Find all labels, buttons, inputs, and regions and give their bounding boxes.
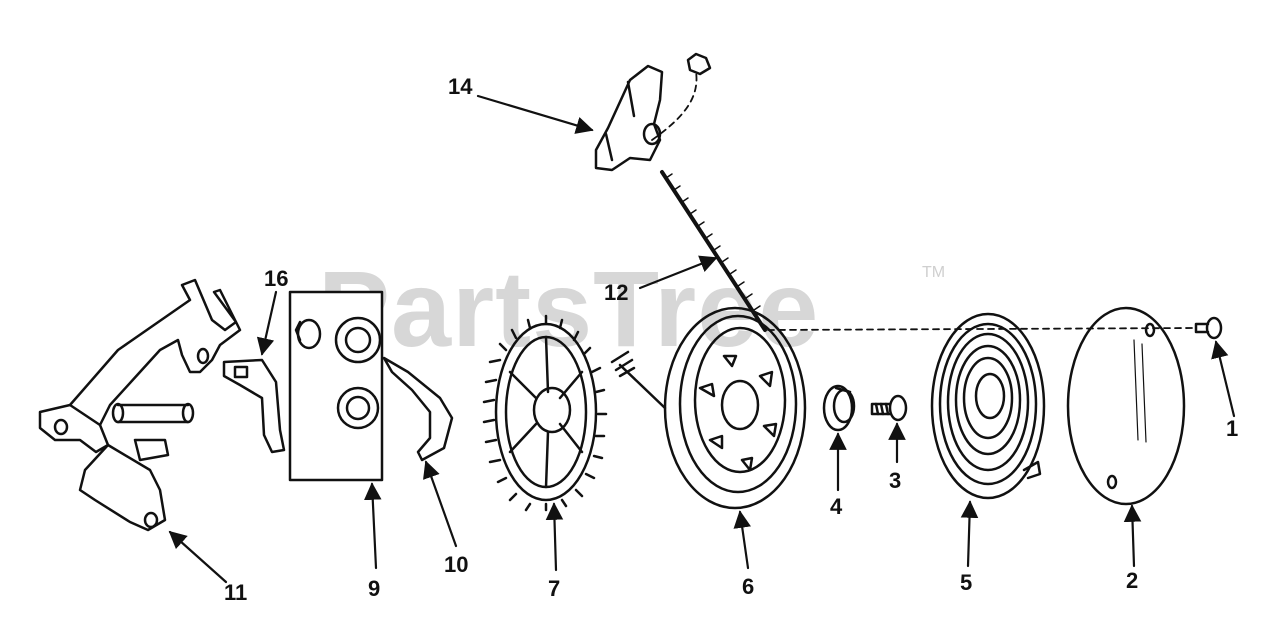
callout-2: 2 xyxy=(1126,568,1138,593)
part-cover xyxy=(1066,306,1186,506)
part-handle xyxy=(594,64,664,172)
part-starter-gear xyxy=(482,314,608,512)
part-rope-knot xyxy=(686,52,712,76)
callout-12: 12 xyxy=(604,280,628,305)
part-bolt xyxy=(870,394,908,422)
part-screw xyxy=(1194,316,1223,340)
callout-5: 5 xyxy=(960,570,972,595)
part-retainer-spring xyxy=(382,356,454,462)
part-clip xyxy=(222,358,286,454)
part-rewind-spring xyxy=(930,312,1046,500)
part-bracket xyxy=(38,278,242,532)
watermark-trademark: TM xyxy=(922,264,946,281)
assembly-lines xyxy=(651,71,1197,331)
callout-3: 3 xyxy=(889,468,901,493)
part-bushing xyxy=(822,384,856,432)
callout-11: 11 xyxy=(224,580,247,605)
part-gasket-plate xyxy=(288,290,384,482)
callout-7: 7 xyxy=(548,576,560,601)
callout-10: 10 xyxy=(444,552,468,577)
callout-6: 6 xyxy=(742,574,754,599)
callout-16: 16 xyxy=(264,266,288,291)
callout-1: 1 xyxy=(1226,416,1238,441)
leader-lines xyxy=(168,94,1236,584)
part-starter-rope xyxy=(660,170,767,332)
callout-9: 9 xyxy=(368,576,380,601)
callout-4: 4 xyxy=(830,494,843,519)
callout-14: 14 xyxy=(448,74,473,99)
part-pulley xyxy=(610,306,807,510)
callout-labels: 1 2 3 4 5 6 7 9 10 11 12 14 16 xyxy=(224,74,1238,605)
